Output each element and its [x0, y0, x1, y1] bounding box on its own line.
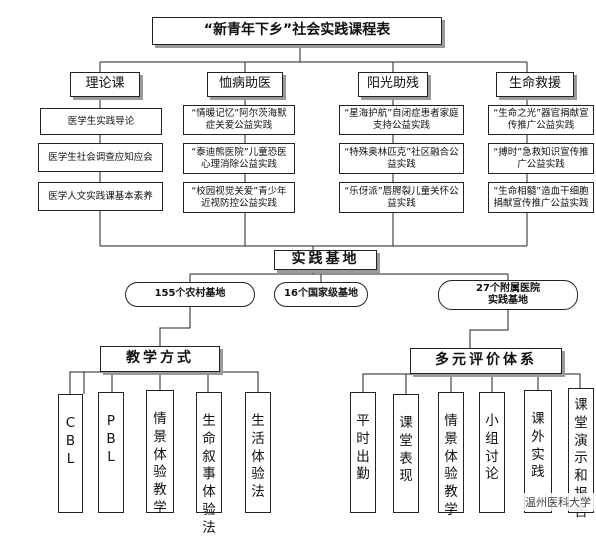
- curriculum-diagram: “新青年下乡”社会实践课程表 理论课 恤病助医 阳光助残 生命救援 医学生实践导…: [38, 17, 594, 536]
- teaching-methods-header: 教学方式: [100, 346, 220, 372]
- course-box: “搏时”急救知识宣传推广公益实践: [488, 143, 594, 174]
- base-pill-hospital: 27个附属医院 实践基地: [438, 280, 578, 310]
- method-box: P B L: [98, 392, 124, 513]
- connector-eval-bus: [362, 373, 581, 394]
- connector-title-bus: [99, 45, 528, 72]
- course-box: “生命相髓”造血干细胞捐献宣传推广公益实践: [488, 182, 594, 213]
- course-box: 医学生社会调查应知应会: [38, 143, 163, 172]
- connector-pills-sections: [159, 307, 509, 348]
- method-box: 生 活 体 验 法: [245, 392, 271, 513]
- course-box: “泰迪熊医院”儿童恐医心理消除公益实践: [183, 143, 295, 174]
- course-box: 医学生实践导论: [40, 108, 162, 135]
- category-life-rescue: 生命救援: [496, 72, 574, 97]
- category-theory: 理论课: [70, 72, 140, 97]
- method-box: 生 命 叙 事 体 验 法: [196, 392, 222, 536]
- practice-base-header: 实践基地: [274, 250, 377, 270]
- course-box: “特殊奥林匹克”社区融合公益实践: [339, 143, 464, 174]
- watermark-text: 温州医科大学: [522, 493, 594, 511]
- category-medical-aid: 恤病助医: [207, 72, 283, 97]
- course-box: “星海护航”自闭症患者家庭支持公益实践: [339, 105, 464, 135]
- course-box: “乐伢派”唇腭裂儿童关怀公益实践: [339, 182, 464, 213]
- connector-methods-bus: [69, 371, 259, 394]
- evaluation-box: 课 外 实 践: [524, 390, 552, 513]
- base-pill-national: 16个国家级基地: [274, 282, 368, 307]
- evaluation-box: 情 景 体 验 教 学: [438, 392, 464, 518]
- connector-base-bus: [100, 245, 527, 250]
- method-box: 情 景 体 验 教 学: [146, 390, 174, 516]
- evaluation-box: 课 堂 表 现: [393, 394, 419, 513]
- course-box: “情暖记忆”阿尔茨海默症关爱公益实践: [183, 105, 295, 135]
- course-box: “校园视觉关爱”青少年近视防控公益实践: [183, 182, 295, 213]
- course-box: 医学人文实践课基本素养: [38, 182, 163, 211]
- diagram-title: “新青年下乡”社会实践课程表: [152, 17, 442, 45]
- method-box: C B L: [58, 394, 83, 513]
- course-box: “生命之光”器官捐献宣传推广公益实践: [488, 105, 594, 135]
- evaluation-box: 小 组 讨 论: [479, 392, 505, 513]
- evaluation-header: 多元评价体系: [410, 348, 562, 374]
- connector-base-pills: [189, 270, 509, 282]
- category-disability-aid: 阳光助残: [358, 72, 428, 97]
- base-pill-rural: 155个农村基地: [125, 282, 255, 307]
- evaluation-box: 平 时 出 勤: [350, 392, 376, 513]
